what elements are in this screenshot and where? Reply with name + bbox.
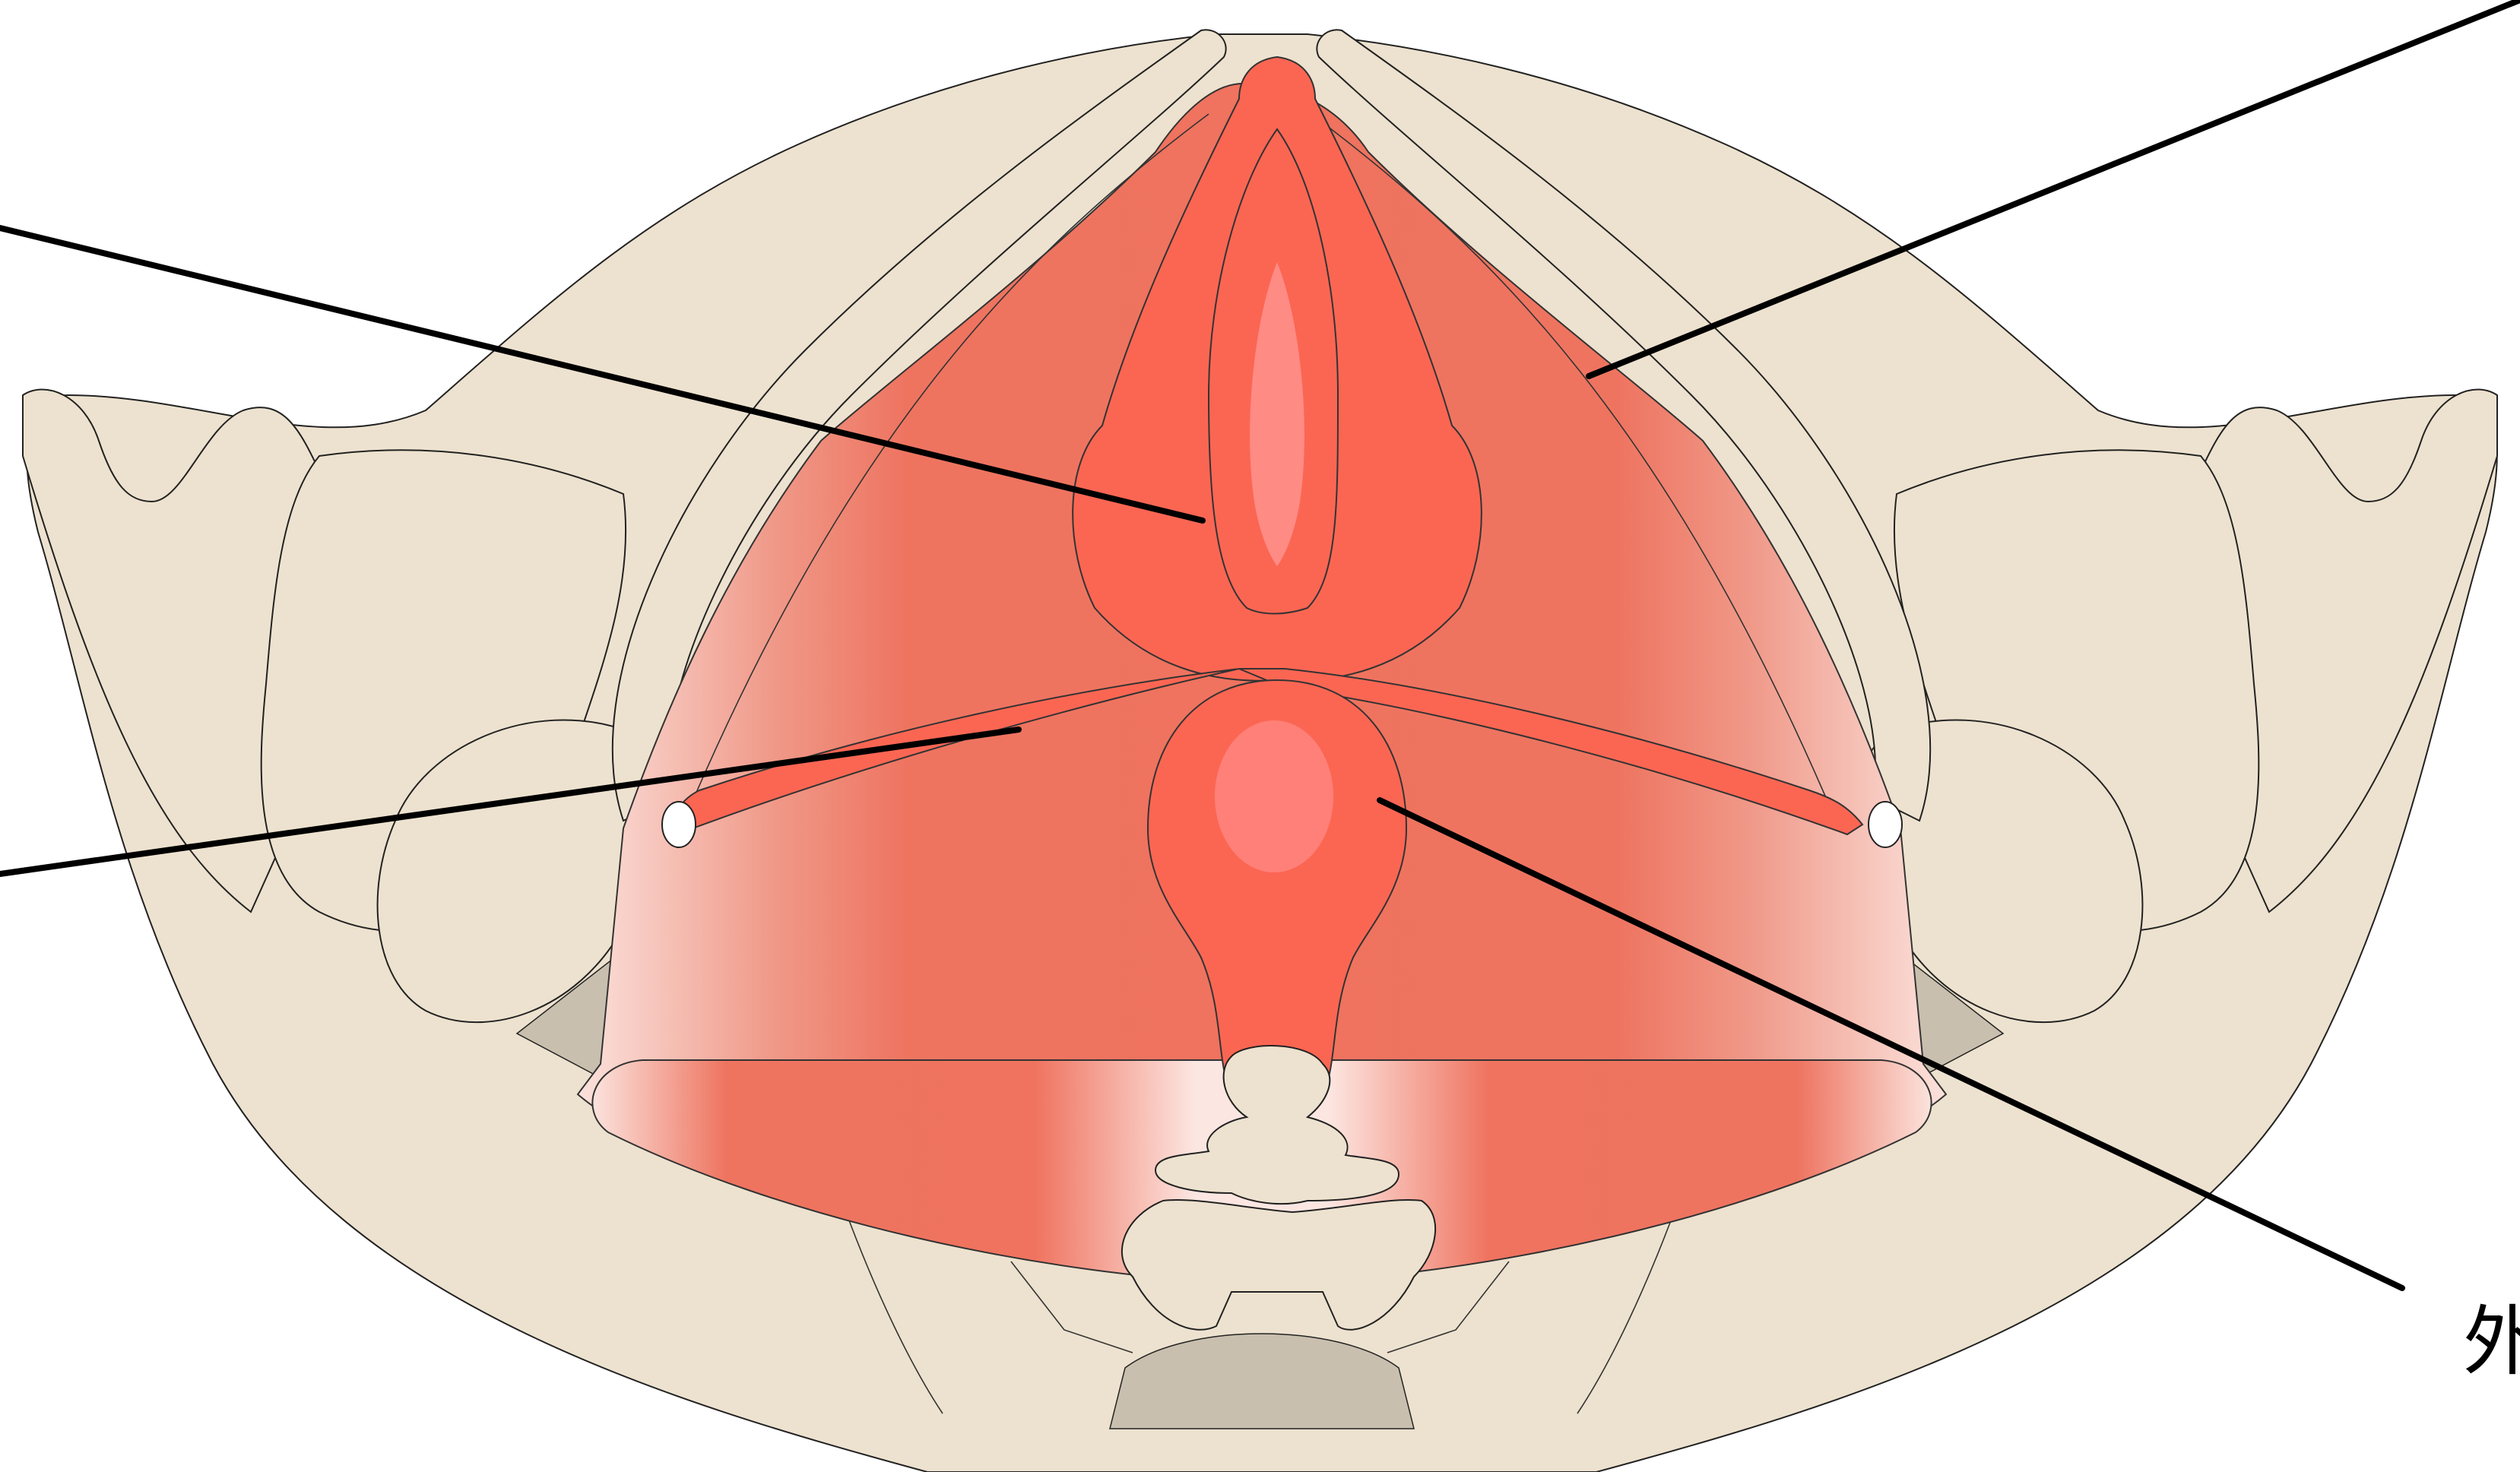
label-bottom-right: 外 bbox=[2463, 1297, 2520, 1386]
ischial-spine-left bbox=[662, 802, 696, 847]
ischial-spine-right bbox=[1869, 802, 1902, 847]
